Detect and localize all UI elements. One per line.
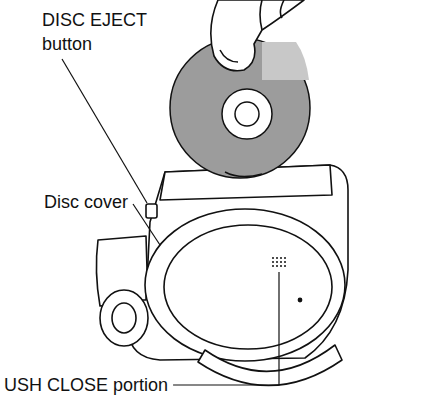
camera-body — [128, 165, 348, 360]
disc-cover — [145, 209, 345, 361]
hand-strap — [198, 345, 342, 386]
thumb-nail — [220, 50, 238, 62]
leader-line — [62, 59, 147, 203]
leader-line — [133, 204, 160, 245]
finger-line — [260, 0, 262, 30]
cover-mark — [298, 298, 301, 301]
part-label: USH CLOSE portion — [4, 373, 168, 397]
leader-line — [173, 272, 279, 385]
disc-label-area — [262, 42, 309, 80]
lens-knob-inner — [112, 303, 136, 333]
push-close-dots — [272, 257, 286, 267]
disc-hole — [235, 102, 259, 126]
eject-button — [146, 204, 157, 218]
finger-line — [280, 0, 284, 18]
disc-cover-ring — [164, 225, 332, 349]
part-label: DISC EJECT button — [42, 8, 164, 56]
disc-hub — [222, 89, 272, 139]
part-label: Disc cover — [44, 190, 128, 214]
disc-edge-line — [225, 172, 262, 177]
lens-knob — [100, 290, 148, 346]
hand — [211, 0, 304, 71]
